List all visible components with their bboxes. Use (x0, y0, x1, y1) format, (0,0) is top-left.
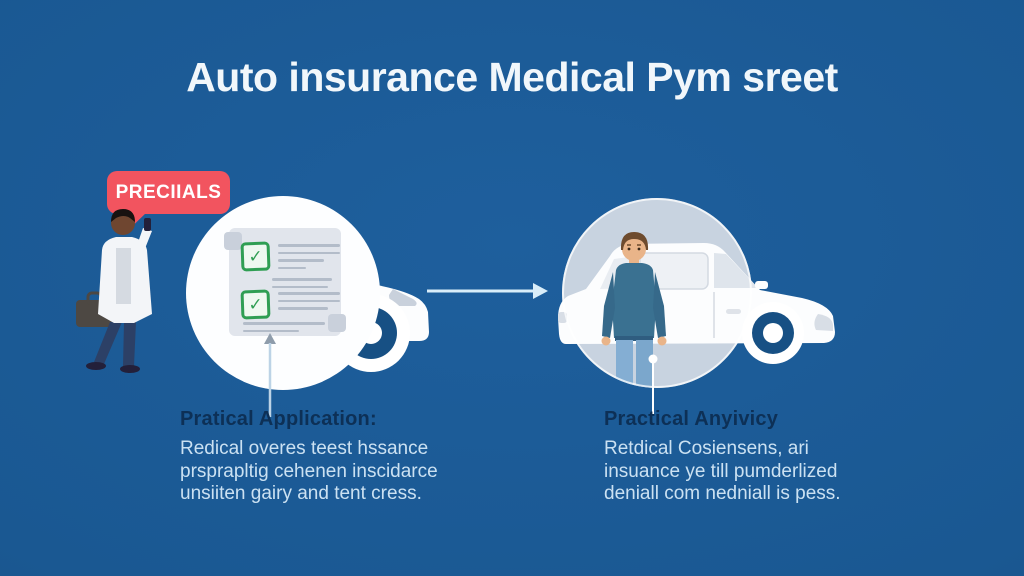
checkbox-icon: ✓ (240, 289, 271, 320)
right-text-block: Practical Anyivicy Retdical Cosiensens, … (604, 408, 904, 506)
speech-bubble-label: PRECIIALS (115, 181, 222, 203)
phone-icon (144, 218, 151, 231)
doctor-hair (111, 209, 135, 222)
checkbox-icon: ✓ (240, 241, 271, 272)
check-icon: ✓ (248, 246, 263, 266)
doctor-shirt (116, 248, 131, 304)
left-body-line: unsiiten gairy and tent cress. (180, 483, 422, 504)
flow-arrow-icon (427, 283, 548, 299)
right-heading: Practical Anyivicy (604, 408, 779, 430)
checklist-document: ✓ ✓ (224, 228, 346, 336)
connector-arrow-up (264, 333, 276, 417)
car-mirror (755, 281, 768, 289)
page-title: Auto insurance Medical Pym sreet (186, 54, 838, 100)
right-body-line: deniall com nedniall is pess. (604, 483, 841, 504)
left-body-line: Redical overes teest hssance (180, 438, 429, 459)
dot-icon (648, 354, 658, 364)
highlight-circle-rim (562, 198, 752, 388)
check-icon: ✓ (248, 294, 263, 314)
left-heading: Pratical Application: (180, 408, 377, 430)
doctor-figure (76, 209, 152, 373)
doctor-leg (123, 322, 136, 366)
left-text-block: Pratical Application: Redical overes tee… (180, 408, 480, 506)
doctor-leg (94, 322, 122, 364)
car-window (389, 289, 417, 306)
connector-line (648, 354, 658, 414)
left-body-line: prsprapltig cehenen inscidarce (180, 460, 438, 482)
right-body-line: insuance ye till pumderlized (604, 460, 838, 482)
right-body-line: Retdical Cosiensens, ari (604, 438, 809, 459)
checklist-circle: ✓ ✓ (186, 196, 380, 390)
headlight (814, 314, 833, 331)
arrow-up-icon (264, 333, 276, 344)
